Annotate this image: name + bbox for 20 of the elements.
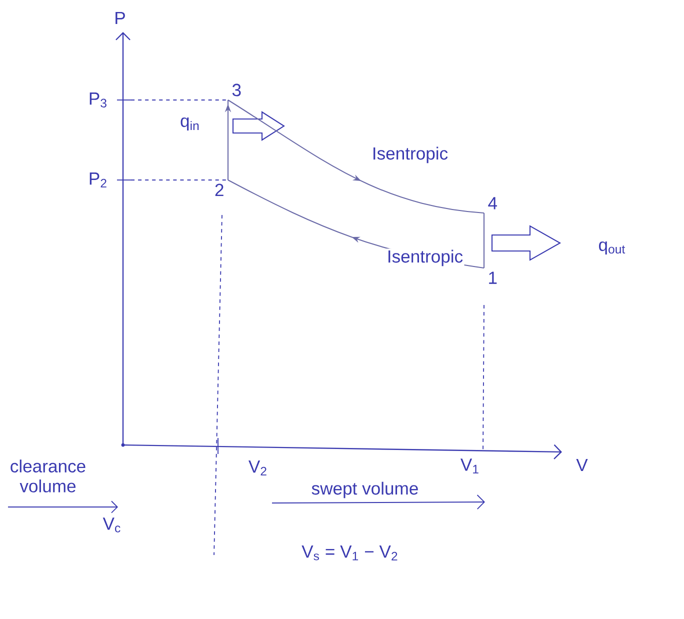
point-label: 2 [215,184,224,196]
point-label: 4 [488,197,497,210]
tick-label: V$_{1}$ [460,458,478,474]
process-line [228,100,484,214]
heat-label: q$_{in}$ [180,117,199,131]
axis-label: V [576,458,588,472]
formula-text: V$_{s}$ = V$_{1}$ − V$_{2}$ [302,546,398,560]
point-label: 1 [489,272,497,284]
tick-label: V$_{2}$ [248,460,266,476]
axis-label: P [116,12,125,24]
heat-label: q$_{out}$ [599,241,626,255]
note-text: clearance volume [10,460,86,492]
tick-label: P$_{3}$ [90,92,106,108]
tick-label: V$_{c}$ [102,518,120,532]
point-label: 3 [232,84,241,96]
edge-label: Isentropic [386,248,464,268]
edge-label: Isentropic [370,146,450,164]
note-text: swept volume [312,482,418,498]
tick-label: P$_{2}$ [90,172,106,188]
process-line [483,213,485,268]
